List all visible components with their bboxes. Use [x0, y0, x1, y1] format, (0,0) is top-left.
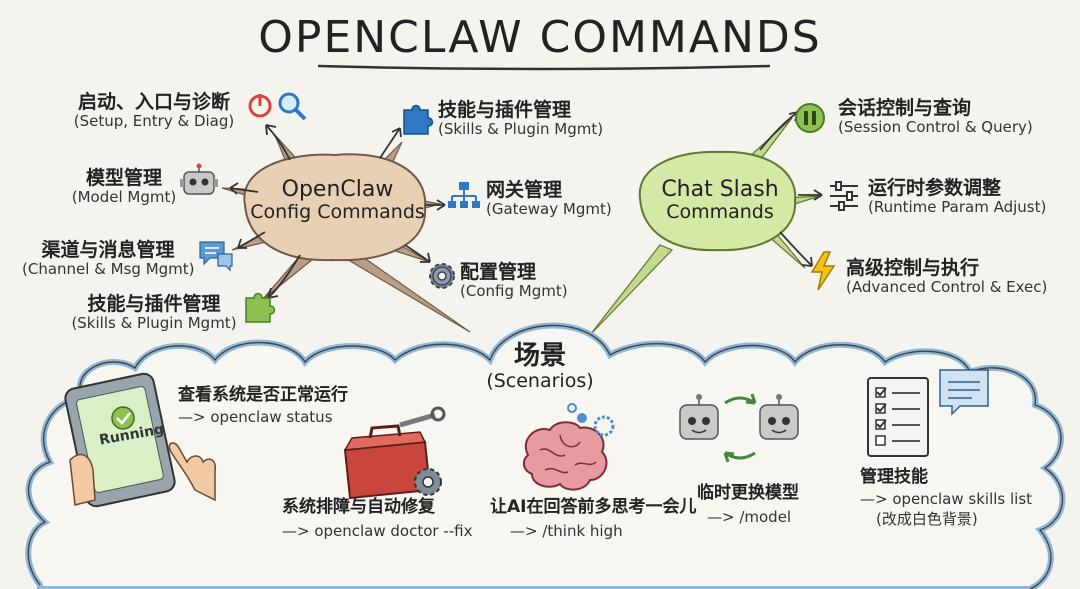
scenario-switch-model: 临时更换模型 —> /model: [697, 484, 827, 525]
search-icon: [278, 92, 307, 121]
scenario-desc: 让AI在回答前多思考一会儿: [490, 497, 697, 517]
branch-en-label: (Session Control & Query): [838, 117, 1033, 136]
branch-en-label: (Config Mgmt): [460, 281, 568, 300]
scenario-desc: 管理技能: [860, 467, 928, 487]
chat-arrows: [759, 111, 823, 267]
branch-en-label: (Advanced Control & Exec): [846, 277, 1048, 296]
branch-cn-label: 配置管理: [460, 261, 537, 283]
branch-en-label: (Channel & Msg Mgmt): [22, 259, 195, 278]
branch-cn-label: 技能与插件管理: [87, 293, 221, 315]
chat-hub-label: Chat Slash Commands: [645, 177, 795, 224]
swap-robots-icon: [679, 393, 799, 463]
lightning-icon: [810, 251, 836, 291]
branch-en-label: (Model Mgmt): [71, 187, 177, 206]
branch-model-mgmt: 模型管理 (Model Mgmt): [70, 168, 178, 205]
branch-cn-label: 网关管理: [486, 179, 563, 201]
chat-bubble-icon: [199, 241, 233, 272]
scenario-cmd: —> openclaw status: [178, 407, 333, 426]
branch-gateway-mgmt: 网关管理 (Gateway Mgmt): [486, 179, 612, 218]
config-hub-title: OpenClaw: [281, 177, 394, 202]
branch-cn-label: 会话控制与查询: [838, 97, 972, 119]
branch-advanced-control: 高级控制与执行 (Advanced Control & Exec): [846, 258, 1056, 295]
branch-runtime-param: 运行时参数调整 (Runtime Param Adjust): [868, 178, 1058, 215]
puzzle-blue-icon: [403, 104, 434, 135]
branch-cn-label: 运行时参数调整: [868, 177, 1002, 199]
branch-config-mgmt: 配置管理 (Config Mgmt): [460, 262, 580, 299]
pause-icon: [795, 103, 825, 133]
checklist-icon: [867, 369, 989, 457]
branch-cn-label: 启动、入口与诊断: [77, 91, 230, 113]
brain-icon: [522, 403, 615, 491]
robot-icon: [180, 163, 218, 195]
config-hub-subtitle: Config Commands: [250, 201, 425, 224]
scenario-cmd: —> /model: [707, 507, 792, 526]
chat-hub-subtitle: Commands: [666, 201, 774, 224]
config-hub-label: OpenClaw Config Commands: [250, 177, 425, 224]
branch-skills-plugin-right: 技能与插件管理 (Skills & Plugin Mgmt): [438, 100, 614, 137]
branch-en-label: (Setup, Entry & Diag): [73, 111, 235, 130]
scenario-doctor-fix: 系统排障与自动修复 —> openclaw doctor --fix: [282, 498, 492, 539]
gear-icon: [429, 263, 455, 289]
scenario-check-status: 查看系统是否正常运行 —> openclaw status: [178, 386, 368, 425]
scenario-desc: 临时更换模型: [697, 483, 799, 503]
page-title: OPENCLAW COMMANDS: [258, 12, 822, 63]
branch-cn-label: 技能与插件管理: [438, 99, 572, 121]
scenario-cmd: —> openclaw doctor --fix: [282, 521, 473, 540]
network-icon: [448, 182, 480, 208]
config-hub-blob: [243, 153, 427, 262]
scenario-think-high: 让AI在回答前多思考一会儿 —> /think high: [490, 498, 700, 539]
branch-en-label: (Runtime Param Adjust): [868, 197, 1047, 216]
branch-skills-plugin-left: 技能与插件管理 (Skills & Plugin Mgmt): [66, 294, 242, 331]
branch-setup-entry-diag: 启动、入口与诊断 (Setup, Entry & Diag): [68, 92, 240, 129]
puzzle-green-icon: [245, 292, 276, 323]
branch-session-control: 会话控制与查询 (Session Control & Query): [838, 98, 1038, 135]
scenarios-hub-title: 场景: [513, 341, 566, 371]
power-icon: [248, 94, 272, 118]
scenario-desc: 系统排障与自动修复: [282, 497, 435, 517]
toolbox-icon: [343, 406, 446, 500]
branch-cn-label: 模型管理: [85, 167, 162, 189]
scenario-note: (改成白色背景): [876, 510, 978, 529]
scenarios-hub-label: 场景 (Scenarios): [480, 342, 600, 391]
scenario-cmd: —> openclaw skills list: [860, 489, 1033, 508]
branch-cn-label: 渠道与消息管理: [41, 239, 175, 261]
scenarios-hub-subtitle: (Scenarios): [486, 369, 594, 392]
tablet-icon: [64, 372, 217, 508]
config-arrows: [229, 124, 446, 299]
chat-hub-title: Chat Slash: [661, 177, 779, 202]
scenario-cmd: —> /think high: [510, 521, 623, 540]
scenario-desc: 查看系统是否正常运行: [178, 385, 348, 405]
title-underline: [317, 64, 771, 71]
chat-hub-blob: [638, 150, 797, 252]
branch-en-label: (Skills & Plugin Mgmt): [438, 119, 604, 138]
sliders-icon: [830, 181, 858, 211]
branch-cn-label: 高级控制与执行: [846, 257, 980, 279]
branch-en-label: (Skills & Plugin Mgmt): [71, 313, 237, 332]
branch-en-label: (Gateway Mgmt): [486, 199, 612, 218]
scenario-skills-list: 管理技能 —> openclaw skills list (改成白色背景): [860, 468, 1050, 528]
branch-channel-msg-mgmt: 渠道与消息管理 (Channel & Msg Mgmt): [22, 239, 195, 278]
